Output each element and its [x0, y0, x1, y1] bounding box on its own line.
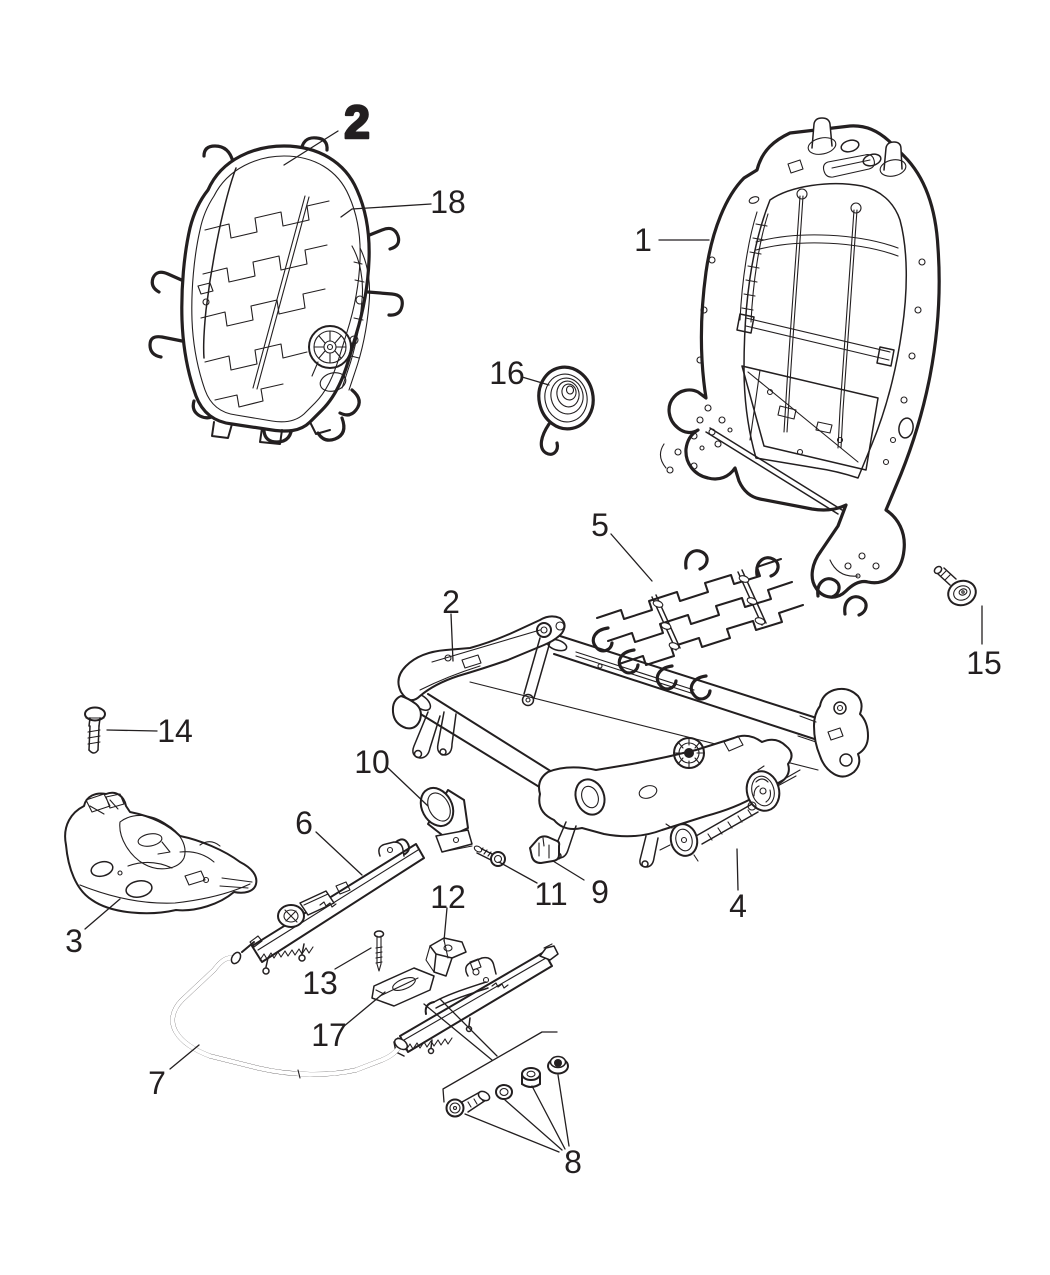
leader-lines	[84, 130, 983, 1153]
callout-18: 18	[430, 184, 466, 220]
callout-1: 1	[634, 222, 652, 258]
part-seat-back-panel	[148, 136, 404, 445]
part-round-head-screw	[933, 565, 977, 607]
callout-14: 14	[157, 713, 193, 749]
part-spiral-spring	[537, 365, 595, 456]
callout-12: 12	[430, 879, 466, 915]
callout-13: 13	[302, 965, 338, 1001]
part-hex-bolt-14	[84, 706, 106, 754]
callout-11: 11	[534, 876, 567, 912]
callout-15: 15	[966, 645, 1002, 681]
callout-6: 6	[295, 805, 313, 841]
part-seat-track-lower	[393, 943, 559, 1057]
part-seat-back-frame	[659, 117, 941, 599]
callout-10: 10	[354, 744, 390, 780]
part-wire-clip	[529, 835, 561, 864]
part-towel-bar-tube	[170, 935, 409, 1079]
callout-labels: 2 18 1 16 5 2 15 14 3 10 6 12 11 9 13 17…	[65, 95, 1002, 1180]
callout-16: 16	[489, 355, 525, 391]
callout-5: 5	[591, 507, 609, 543]
callout-7: 7	[148, 1065, 166, 1101]
part-recliner-link	[659, 765, 781, 862]
part-motor-cover	[419, 786, 473, 853]
callout-3: 3	[65, 923, 83, 959]
part-anchor-plate	[371, 967, 435, 1007]
part-stud-pin	[373, 930, 385, 972]
part-seat-adjuster	[391, 615, 869, 868]
callout-17: 17	[311, 1017, 347, 1053]
part-track-bracket	[425, 937, 467, 977]
callout-2-adjuster: 2	[442, 584, 460, 620]
part-seat-track-6	[251, 838, 425, 975]
part-seat-shield	[64, 791, 258, 915]
callout-8: 8	[564, 1144, 582, 1180]
callout-4: 4	[729, 888, 747, 924]
callout-2-seat-back-panel: 2	[344, 96, 370, 148]
part-hex-flange-bolt	[473, 845, 506, 867]
part-cushion-spring-mat	[591, 549, 868, 701]
callout-9: 9	[591, 874, 609, 910]
part-fastener-set	[445, 1055, 569, 1118]
